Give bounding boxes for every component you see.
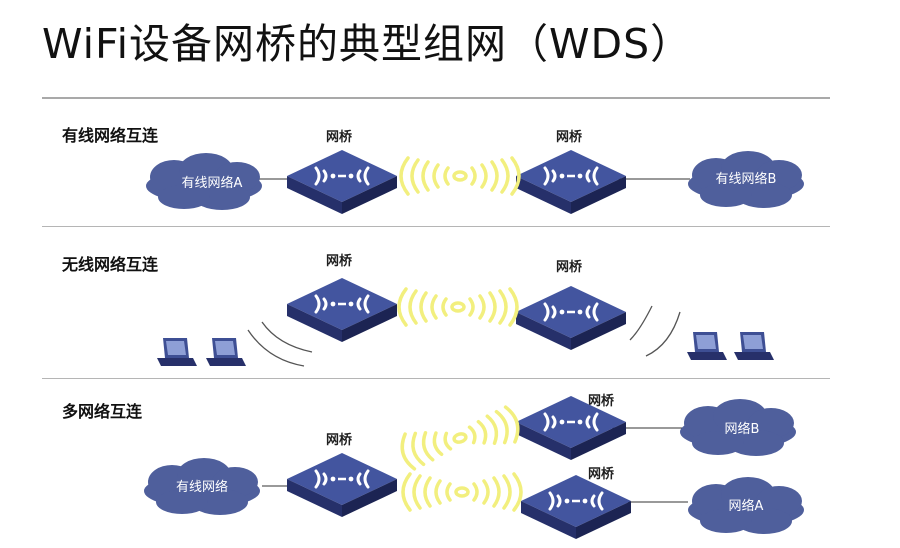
wireless-signal-icon: [397, 287, 519, 327]
bridge-icon: [514, 284, 628, 352]
bridge-label: 网桥: [326, 433, 353, 448]
bridge-label: 网桥: [588, 467, 615, 482]
bridge-icon: [514, 394, 628, 462]
section-label-multi: 多网络互连: [62, 402, 143, 421]
cloud-label: 网络B: [725, 421, 760, 437]
cloud-label: 有线网络B: [716, 171, 777, 187]
section-label-wireless: 无线网络互连: [62, 255, 159, 274]
laptop-icon: [734, 332, 774, 360]
wireless-signal-icon: [401, 472, 523, 512]
bridge-icon: [519, 473, 633, 541]
bridge-icon: [285, 148, 399, 216]
section-divider: [42, 226, 830, 227]
bridge-label: 网桥: [326, 254, 353, 269]
cloud-label: 有线网络: [176, 479, 228, 495]
section-divider: [42, 378, 830, 379]
bridge-icon: [285, 451, 399, 519]
bridge-label: 网桥: [326, 130, 353, 145]
cloud-label: 有线网络A: [182, 175, 243, 191]
title-divider: [42, 97, 830, 99]
bridge-label: 网桥: [556, 130, 583, 145]
page-title: WiFi设备网桥的典型组网（WDS）: [42, 20, 693, 68]
wireless-signal-icon: [396, 403, 524, 473]
bridge-icon: [514, 148, 628, 216]
cloud-label: 网络A: [729, 498, 764, 514]
laptop-icon: [157, 338, 197, 366]
laptop-icon: [206, 338, 246, 366]
section-label-wired: 有线网络互连: [62, 126, 159, 145]
wireless-signal-icon: [399, 156, 521, 196]
bridge-icon: [285, 276, 399, 344]
bridge-label: 网桥: [556, 260, 583, 275]
laptop-icon: [687, 332, 727, 360]
bridge-label: 网桥: [588, 394, 615, 409]
wireless-signal-icon: [247, 305, 681, 367]
